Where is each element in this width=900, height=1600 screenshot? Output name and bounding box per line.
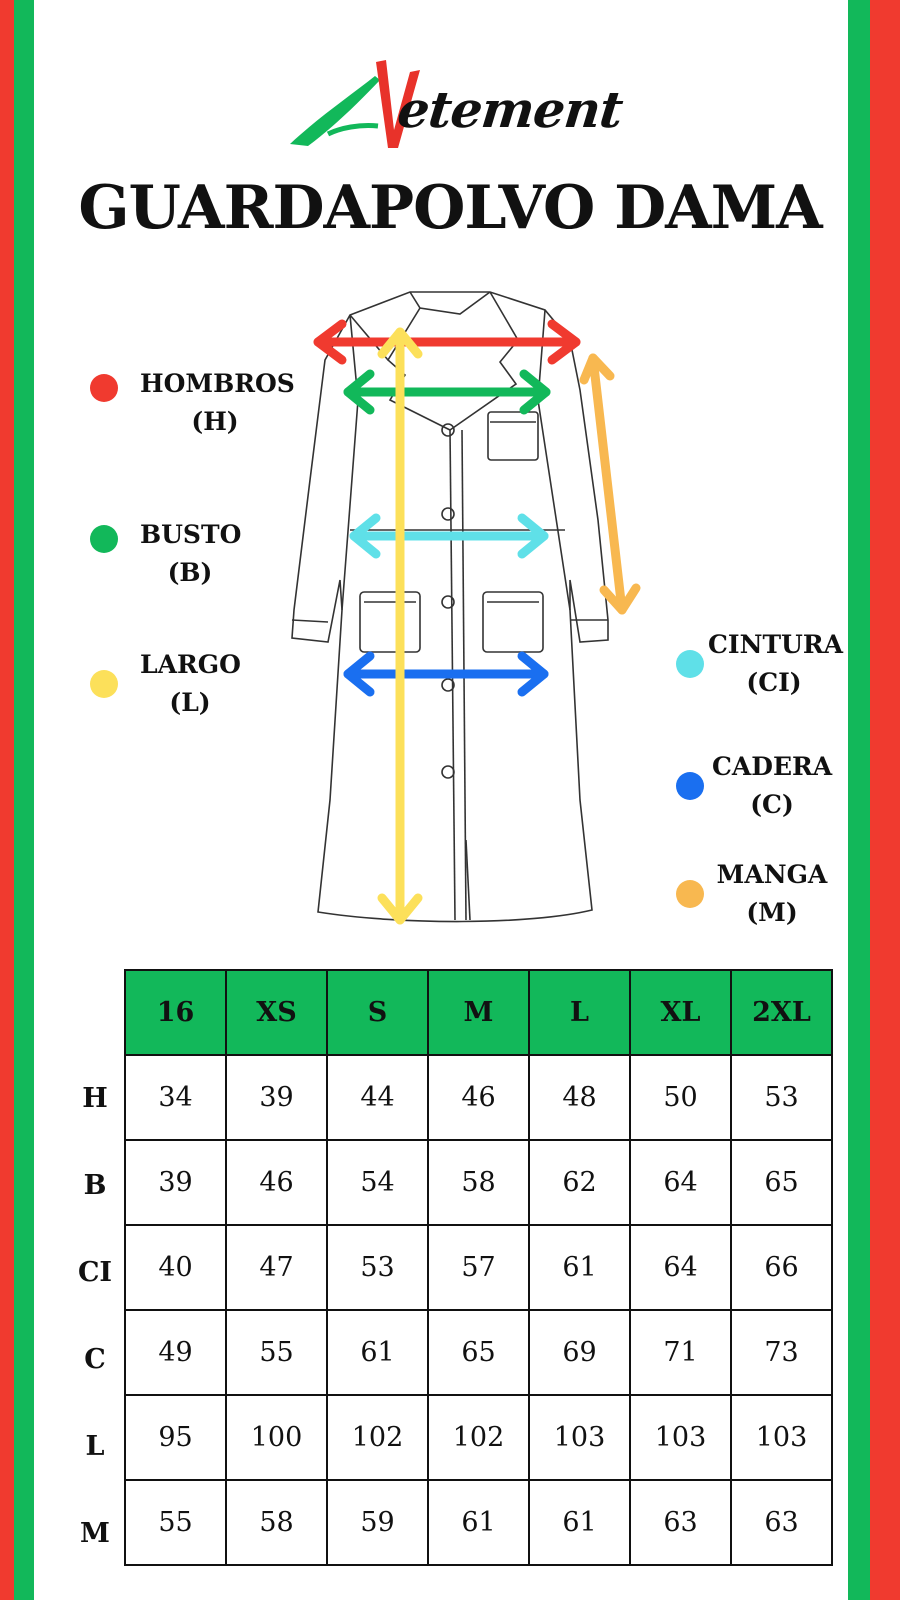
table-cell: 61 xyxy=(326,1309,429,1396)
table-cell: 65 xyxy=(730,1139,833,1226)
legend-label: BUSTO xyxy=(140,520,242,549)
table-cell: 73 xyxy=(730,1309,833,1396)
table-cell: 39 xyxy=(225,1054,328,1141)
legend-label: MANGA xyxy=(716,860,828,889)
table-cell: 54 xyxy=(326,1139,429,1226)
largo-dot-icon xyxy=(90,670,118,698)
legend-code: (CI) xyxy=(746,668,802,697)
table-cell: 53 xyxy=(730,1054,833,1141)
table-cell: 69 xyxy=(528,1309,631,1396)
left-red-stripe xyxy=(0,0,14,1600)
table-cell: 44 xyxy=(326,1054,429,1141)
legend-code: (C) xyxy=(750,790,794,819)
row-label: H xyxy=(82,1083,108,1114)
size-header-cell: XS xyxy=(225,969,328,1056)
largo-arrow xyxy=(377,327,423,925)
table-cell: 103 xyxy=(629,1394,732,1481)
table-row: 34 39 44 46 48 50 53 xyxy=(124,1054,833,1141)
table-cell: 40 xyxy=(124,1224,227,1311)
table-cell: 55 xyxy=(225,1309,328,1396)
table-cell: 58 xyxy=(225,1479,328,1566)
table-cell: 63 xyxy=(629,1479,732,1566)
right-green-stripe xyxy=(848,0,870,1600)
table-cell: 100 xyxy=(225,1394,328,1481)
row-label: M xyxy=(80,1518,110,1549)
table-cell: 103 xyxy=(528,1394,631,1481)
legend-label: HOMBROS xyxy=(140,369,295,398)
table-cell: 53 xyxy=(326,1224,429,1311)
table-row: 49 55 61 65 69 71 73 xyxy=(124,1309,833,1396)
table-cell: 102 xyxy=(427,1394,530,1481)
legend-label: CADERA xyxy=(712,752,833,781)
table-cell: 61 xyxy=(528,1479,631,1566)
row-label: B xyxy=(83,1170,107,1201)
table-cell: 62 xyxy=(528,1139,631,1226)
busto-dot-icon xyxy=(90,525,118,553)
table-cell: 48 xyxy=(528,1054,631,1141)
cadera-arrow xyxy=(343,651,549,697)
table-cell: 46 xyxy=(225,1139,328,1226)
table-cell: 34 xyxy=(124,1054,227,1141)
table-cell: 102 xyxy=(326,1394,429,1481)
legend-code: (M) xyxy=(746,898,798,927)
brand-logo: etement xyxy=(280,56,625,156)
table-cell: 49 xyxy=(124,1309,227,1396)
cintura-dot-icon xyxy=(676,650,704,678)
size-table: 16 XS S M L XL 2XL 34 39 44 46 48 50 53 … xyxy=(124,969,833,1566)
table-cell: 64 xyxy=(629,1139,732,1226)
table-cell: 65 xyxy=(427,1309,530,1396)
size-header-cell: L xyxy=(528,969,631,1056)
table-cell: 47 xyxy=(225,1224,328,1311)
row-label: L xyxy=(85,1431,105,1462)
table-cell: 63 xyxy=(730,1479,833,1566)
size-header-cell: S xyxy=(326,969,429,1056)
legend-code: (L) xyxy=(169,688,211,717)
table-row: 55 58 59 61 61 63 63 xyxy=(124,1479,833,1566)
page-title: GUARDAPOLVO DAMA xyxy=(78,173,822,243)
table-cell: 66 xyxy=(730,1224,833,1311)
manga-arrow xyxy=(579,353,641,615)
legend-label: LARGO xyxy=(140,650,241,679)
size-header-cell: M xyxy=(427,969,530,1056)
lab-coat-icon xyxy=(291,291,641,925)
table-cell: 95 xyxy=(124,1394,227,1481)
table-row: 40 47 53 57 61 64 66 xyxy=(124,1224,833,1311)
table-cell: 71 xyxy=(629,1309,732,1396)
size-header-cell: 2XL xyxy=(730,969,833,1056)
table-cell: 57 xyxy=(427,1224,530,1311)
table-cell: 61 xyxy=(528,1224,631,1311)
row-label: CI xyxy=(77,1257,113,1288)
logo-wordmark: etement xyxy=(394,80,625,139)
table-cell: 39 xyxy=(124,1139,227,1226)
table-row: 39 46 54 58 62 64 65 xyxy=(124,1139,833,1226)
legend-code: (B) xyxy=(167,558,213,587)
left-green-stripe xyxy=(14,0,34,1600)
table-cell: 58 xyxy=(427,1139,530,1226)
logo-mark-icon xyxy=(290,60,420,148)
size-header-cell: 16 xyxy=(124,969,227,1056)
hombros-arrow xyxy=(313,319,581,365)
table-cell: 59 xyxy=(326,1479,429,1566)
cadera-dot-icon xyxy=(676,772,704,800)
size-header-row: 16 XS S M L XL 2XL xyxy=(124,969,833,1056)
table-cell: 46 xyxy=(427,1054,530,1141)
lab-coat-diagram xyxy=(280,280,670,940)
manga-dot-icon xyxy=(676,880,704,908)
table-row: 95 100 102 102 103 103 103 xyxy=(124,1394,833,1481)
table-cell: 103 xyxy=(730,1394,833,1481)
row-label: C xyxy=(84,1344,106,1375)
legend-code: (H) xyxy=(191,407,239,436)
legend-label: CINTURA xyxy=(708,630,844,659)
size-header-cell: XL xyxy=(629,969,732,1056)
cintura-arrow xyxy=(349,513,549,559)
table-cell: 55 xyxy=(124,1479,227,1566)
table-cell: 50 xyxy=(629,1054,732,1141)
table-cell: 64 xyxy=(629,1224,732,1311)
table-cell: 61 xyxy=(427,1479,530,1566)
right-red-stripe xyxy=(870,0,900,1600)
busto-arrow xyxy=(343,369,551,415)
hombros-dot-icon xyxy=(90,374,118,402)
